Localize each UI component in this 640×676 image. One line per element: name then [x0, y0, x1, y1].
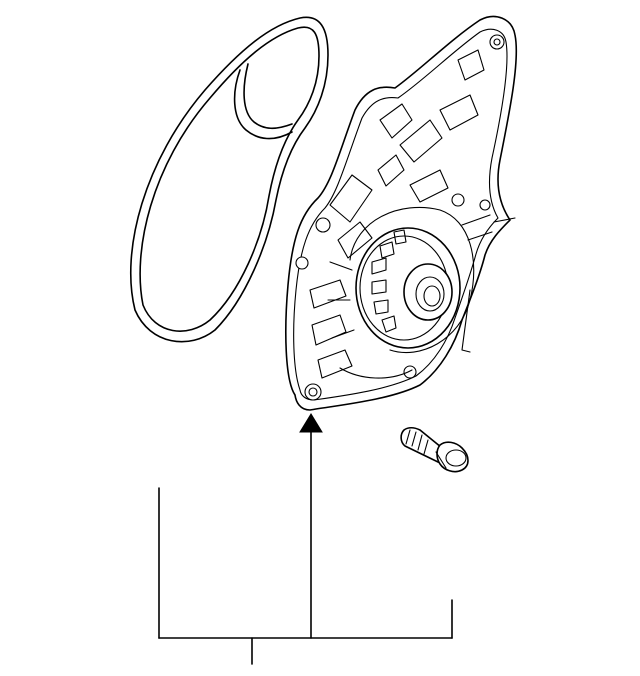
parts-group-bracket [158, 487, 453, 665]
water-pump-assembly [285, 15, 518, 411]
water-pump-gasket [129, 16, 329, 343]
pointer-arrow [299, 413, 323, 639]
pump-sprocket [355, 227, 461, 349]
mounting-bolt [400, 426, 469, 473]
